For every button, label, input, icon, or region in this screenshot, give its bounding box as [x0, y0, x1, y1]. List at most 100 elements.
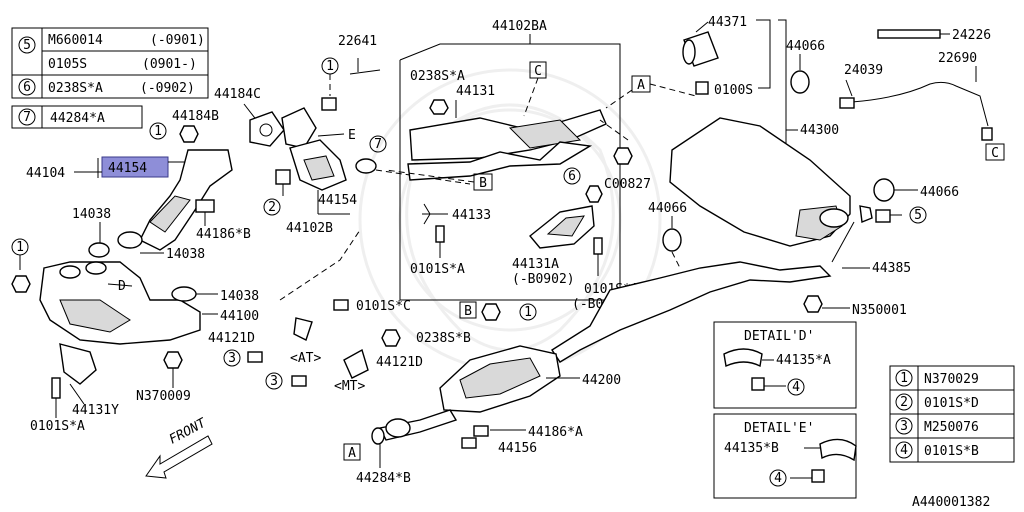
exhaust-manifold-group: 44154 44104 44184B 1 44186*B 14038 14038…	[11, 109, 259, 479]
catalyst-44102b-group: 44184C 22641 1 E 44154 44102B 2 7	[214, 34, 471, 236]
highlighted-part-label[interactable]: 44154	[108, 161, 147, 176]
detail-e-ref: 4	[774, 471, 782, 486]
label-22641: 22641	[338, 34, 377, 49]
table-range-0902: (-0902)	[140, 81, 195, 96]
detail-e-panel: DETAIL'E' 44135*B 4	[713, 413, 857, 499]
label-44131a: 44131A	[512, 257, 559, 272]
label-44066-right: 44066	[920, 185, 959, 200]
detail-d-part: 44135*A	[776, 353, 831, 368]
table-ref-6: 6	[23, 80, 31, 95]
label-44066-left: 44066	[648, 201, 687, 216]
box-a-upper: A	[637, 78, 645, 93]
label-at: <AT>	[290, 351, 321, 366]
ref-circle-7: 7	[374, 137, 382, 152]
label-44371: 44371	[708, 15, 747, 30]
top-left-part-table: 5 M660014 (-0901) 0105S (0901-) 6 0238S*…	[11, 27, 209, 129]
legend-ref-4: 4	[900, 443, 908, 458]
label-44133: 44133	[452, 208, 491, 223]
ref-circle-3-lower: 3	[270, 374, 278, 389]
diagram-id: A440001382	[912, 495, 990, 510]
label-44131a-range: (-B0902)	[512, 272, 575, 287]
label-44100: 44100	[220, 309, 259, 324]
label-44131y: 44131Y	[72, 403, 119, 418]
catalyst-44102ba-group: 44102BA 0238S*A 44131 C B 44133 0101S*A …	[385, 19, 651, 312]
ref-circle-1-top: 1	[326, 59, 334, 74]
legend-part-3: M250076	[924, 420, 979, 435]
label-44186b: 44186*B	[196, 227, 251, 242]
table-part-44284a: 44284*A	[50, 111, 105, 126]
label-0100s: 0100S	[714, 83, 753, 98]
hanger-bracket-group: 0101S*C B 1 0238S*B 44121D <AT> 3 44121D…	[208, 229, 537, 394]
box-c-upper: C	[534, 64, 542, 79]
label-44066-top: 44066	[786, 39, 825, 54]
rear-muffler-group: 44371 0100S A 44066 44300 44066 5 44066	[605, 15, 959, 318]
label-0238sa-center: 0238S*A	[410, 69, 465, 84]
label-44184b: 44184B	[172, 109, 219, 124]
legend-ref-3: 3	[900, 419, 908, 434]
table-ref-5: 5	[23, 38, 31, 53]
label-44102b: 44102B	[286, 221, 333, 236]
label-n370009: N370009	[136, 389, 191, 404]
table-part-m660014: M660014	[48, 33, 103, 48]
label-44104: 44104	[26, 166, 65, 181]
label-d-marker: D	[118, 279, 126, 294]
label-mt: <MT>	[334, 379, 365, 394]
front-label: FRONT	[167, 415, 210, 447]
ref-circle-1-mid: 1	[524, 305, 532, 320]
ref-circle-1: 1	[154, 124, 162, 139]
legend-ref-1: 1	[900, 371, 908, 386]
ref-circle-1-left: 1	[16, 240, 24, 255]
label-44102ba: 44102BA	[492, 19, 547, 34]
legend-ref-2: 2	[900, 395, 908, 410]
label-44184c: 44184C	[214, 87, 261, 102]
box-a-lower: A	[348, 446, 356, 461]
label-22690: 22690	[938, 51, 977, 66]
label-44154-lower: 44154	[318, 193, 357, 208]
oxygen-sensor-group: 24226 24039 22690 C	[839, 28, 1005, 161]
box-b-lower: B	[464, 304, 472, 319]
label-24226: 24226	[952, 28, 991, 43]
label-44121d-mt: 44121D	[376, 355, 423, 370]
label-44156: 44156	[498, 441, 537, 456]
label-44300: 44300	[800, 123, 839, 138]
label-14038-upper: 14038	[72, 207, 111, 222]
detail-e-title: DETAIL'E'	[744, 421, 814, 436]
label-44186a: 44186*A	[528, 425, 583, 440]
label-44121d-at: 44121D	[208, 331, 255, 346]
box-c-right: C	[991, 146, 999, 161]
front-direction-arrow: FRONT	[145, 415, 213, 479]
label-0101sa-left: 0101S*A	[30, 419, 85, 434]
ref-circle-6: 6	[568, 169, 576, 184]
table-range-0901: (-0901)	[150, 33, 205, 48]
highlighted-part-box[interactable]	[101, 156, 169, 178]
label-n350001: N350001	[852, 303, 907, 318]
label-44284b: 44284*B	[356, 471, 411, 486]
label-0101sc: 0101S*C	[356, 299, 411, 314]
detail-d-panel: DETAIL'D' 44135*A 4	[713, 321, 857, 409]
label-c00827: C00827	[604, 177, 651, 192]
ref-circle-3-upper: 3	[228, 351, 236, 366]
table-range-0901-later: (0901-)	[142, 57, 197, 72]
label-14038-lower: 14038	[220, 289, 259, 304]
detail-d-title: DETAIL'D'	[744, 329, 814, 344]
legend-part-2: 0101S*D	[924, 396, 979, 411]
label-44200: 44200	[582, 373, 621, 388]
ref-circle-2: 2	[268, 200, 276, 215]
center-muffler-group: 44200 44186*A 44156 A 44284*B	[343, 261, 832, 486]
label-14038-mid: 14038	[166, 247, 205, 262]
table-part-0238sa: 0238S*A	[48, 81, 103, 96]
detail-d-ref: 4	[792, 380, 800, 395]
legend-part-4: 0101S*B	[924, 444, 979, 459]
detail-e-part: 44135*B	[724, 441, 779, 456]
label-44385: 44385	[872, 261, 911, 276]
fastener-legend-table: 1 N370029 2 0101S*D 3 M250076 4 0101S*B	[889, 365, 1015, 463]
label-0101sa-center: 0101S*A	[410, 262, 465, 277]
table-ref-7: 7	[23, 110, 31, 125]
legend-part-1: N370029	[924, 372, 979, 387]
box-b-center: B	[479, 176, 487, 191]
label-24039: 24039	[844, 63, 883, 78]
label-44131: 44131	[456, 84, 495, 99]
ref-circle-5: 5	[914, 208, 922, 223]
label-0238sb: 0238S*B	[416, 331, 471, 346]
